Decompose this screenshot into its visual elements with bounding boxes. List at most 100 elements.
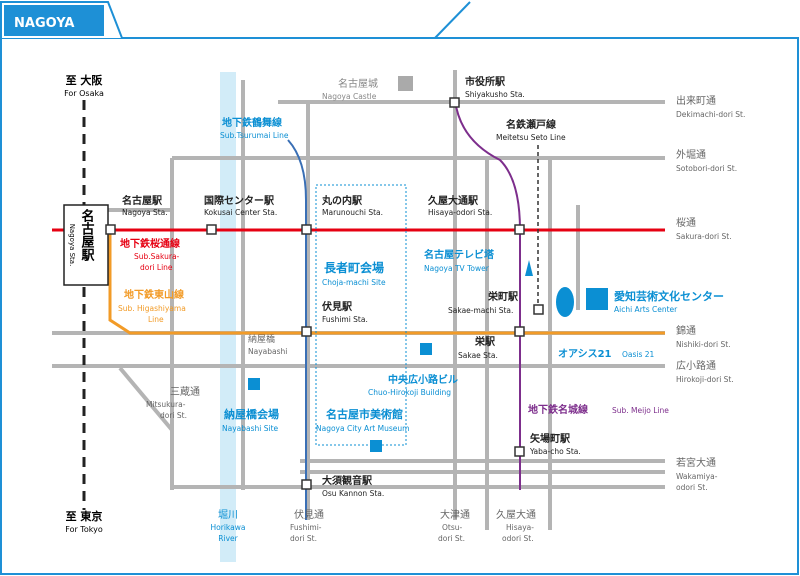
tokyo-en: For Tokyo	[65, 525, 103, 534]
city-tab-label: NAGOYA	[14, 16, 74, 31]
tv-tower-icon[interactable]	[525, 260, 533, 276]
river-jp: 堀川	[218, 509, 238, 521]
oasis-en: Oasis 21	[622, 350, 655, 359]
mitsukura-en1: Mitsukura-	[146, 400, 186, 409]
otsu-jp: 大津通	[440, 508, 470, 521]
sakura-jp: 桜通	[676, 216, 696, 229]
marker-sakae[interactable]	[514, 326, 525, 337]
nayabashi-site-jp: 納屋橋会場	[224, 407, 279, 421]
higashiyama-line-en2: Line	[148, 315, 164, 324]
kokusai-jp: 国際センター駅	[204, 194, 275, 207]
tokyo-jp: 至 東京	[66, 509, 103, 523]
marker-shiyakusho[interactable]	[449, 97, 460, 108]
sakae-jp: 栄駅	[474, 335, 496, 348]
demachi-en: Dekimachi-dori St.	[676, 110, 745, 119]
station-markers	[105, 97, 544, 490]
meijo-line-en: Sub. Meijo Line	[612, 406, 669, 415]
higashiyama-line	[108, 230, 665, 335]
frame-border	[0, 37, 799, 575]
sotobori-en: Sotobori-dori St.	[676, 164, 737, 173]
marker-osu[interactable]	[301, 479, 312, 490]
mitsukura-jp: 三蔵通	[170, 385, 200, 398]
hirokoji-en: Hirokoji-dori St.	[676, 375, 734, 384]
castle-en: Nagoya Castle	[322, 92, 377, 101]
street-labels: 出来町通 Dekimachi-dori St. 外堀通 Sotobori-dor…	[146, 94, 745, 543]
tsurumai-line-jp: 地下鉄鶴舞線	[222, 116, 282, 129]
demachi-jp: 出来町通	[676, 94, 716, 107]
aichi-jp: 愛知芸術文化センター	[614, 289, 724, 303]
oasis-jp: オアシス21	[558, 348, 612, 360]
otsu-en2: dori St.	[438, 534, 465, 543]
hisaya-en: Hisaya-odori Sta.	[428, 208, 492, 217]
osu-en: Osu Kannon Sta.	[322, 489, 384, 498]
yaba-en: Yaba-cho Sta.	[529, 447, 581, 456]
marker-sakae-machi[interactable]	[533, 304, 544, 315]
marker-nagoya[interactable]	[105, 224, 116, 235]
fushimi-dori-jp: 伏見通	[294, 508, 324, 521]
fushimi-dori-en2: dori St.	[290, 534, 317, 543]
tv-tower-jp: 名古屋テレビ塔	[424, 248, 495, 261]
nayabashi-site-marker[interactable]	[248, 378, 260, 390]
castle-marker[interactable]	[398, 76, 413, 91]
horikawa-river	[220, 72, 236, 562]
nishiki-en: Nishiki-dori St.	[676, 340, 731, 349]
landmark-labels: 名古屋城 Nagoya Castle 名古屋テレビ塔 Nagoya TV Tow…	[222, 77, 724, 433]
fushimi-jp: 伏見駅	[321, 300, 353, 313]
choja-en: Choja-machi Site	[322, 278, 386, 287]
mitsukura-en2: dori St.	[160, 411, 187, 420]
wakamiya-jp: 若宮大通	[676, 456, 716, 469]
meitetsu-seto-en: Meitetsu Seto Line	[496, 133, 566, 142]
nagoya-station-box-jp: 名古屋駅	[79, 208, 96, 262]
sakura-en: Sakura-dori St.	[676, 232, 732, 241]
shiyakusho-jp: 市役所駅	[465, 75, 506, 88]
sakura-line-jp: 地下鉄桜通線	[120, 237, 180, 250]
frame-accent	[434, 1, 471, 39]
nayabashi-site-en: Nayabashi Site	[222, 424, 279, 433]
meitetsu-seto-jp: 名鉄瀬戸線	[506, 118, 556, 131]
river-en1: Horikawa	[211, 523, 246, 532]
marker-kokusai[interactable]	[206, 224, 217, 235]
yaba-jp: 矢場町駅	[530, 432, 571, 445]
chuo-jp: 中央広小路ビル	[388, 373, 458, 386]
river-en2: River	[218, 534, 238, 543]
tsurumai-line-en: Sub.Tsurumai Line	[220, 131, 289, 140]
castle-jp: 名古屋城	[338, 77, 378, 90]
road-mitsukura	[118, 366, 174, 432]
higashiyama-line-jp: 地下鉄東山線	[124, 288, 184, 301]
nagoya-station-box-en: Nagoya Sta.	[68, 224, 76, 267]
nagoya-en: Nagoya Sta.	[122, 208, 168, 217]
nagoya-station-box[interactable]	[63, 204, 109, 286]
art-museum-marker[interactable]	[370, 440, 382, 452]
nishiki-jp: 錦通	[676, 324, 696, 337]
city-tab[interactable]	[4, 5, 104, 36]
higashiyama-line-en1: Sub. Higashiyama	[118, 304, 186, 313]
art-museum-jp: 名古屋市美術館	[326, 407, 403, 421]
otsu-en1: Otsu-	[442, 523, 463, 532]
oasis-marker[interactable]	[556, 287, 574, 317]
osaka-en: For Osaka	[64, 89, 104, 98]
chuo-marker[interactable]	[420, 343, 432, 355]
fushimi-dori-en1: Fushimi-	[290, 523, 322, 532]
fushimi-en: Fushimi Sta.	[322, 315, 368, 324]
hisaya-odori-en2: odori St.	[502, 534, 534, 543]
tsurumai-line	[287, 139, 307, 520]
chuo-en: Chuo-Hirokoji Building	[368, 388, 451, 397]
wakamiya-en2: odori St.	[676, 483, 708, 492]
marker-marunouchi[interactable]	[301, 224, 312, 235]
marunouchi-jp: 丸の内駅	[321, 194, 363, 207]
art-museum-en: Nagoya City Art Museum	[316, 424, 409, 433]
marker-fushimi[interactable]	[301, 326, 312, 337]
hirokoji-jp: 広小路通	[676, 359, 716, 372]
nayabashi-en: Nayabashi	[248, 347, 287, 356]
sakae-machi-en: Sakae-machi Sta.	[448, 306, 513, 315]
aichi-en: Aichi Arts Center	[614, 305, 678, 314]
kokusai-en: Kokusai Center Sta.	[204, 208, 277, 217]
aichi-marker[interactable]	[586, 288, 608, 310]
tv-tower-en: Nagoya TV Tower	[424, 264, 490, 273]
hisaya-odori-en1: Hisaya-	[506, 523, 534, 532]
marker-yaba[interactable]	[514, 446, 525, 457]
sakura-line-en2: dori Line	[140, 263, 173, 272]
marker-hisaya[interactable]	[514, 224, 525, 235]
nagoya-jp: 名古屋駅	[122, 194, 163, 207]
